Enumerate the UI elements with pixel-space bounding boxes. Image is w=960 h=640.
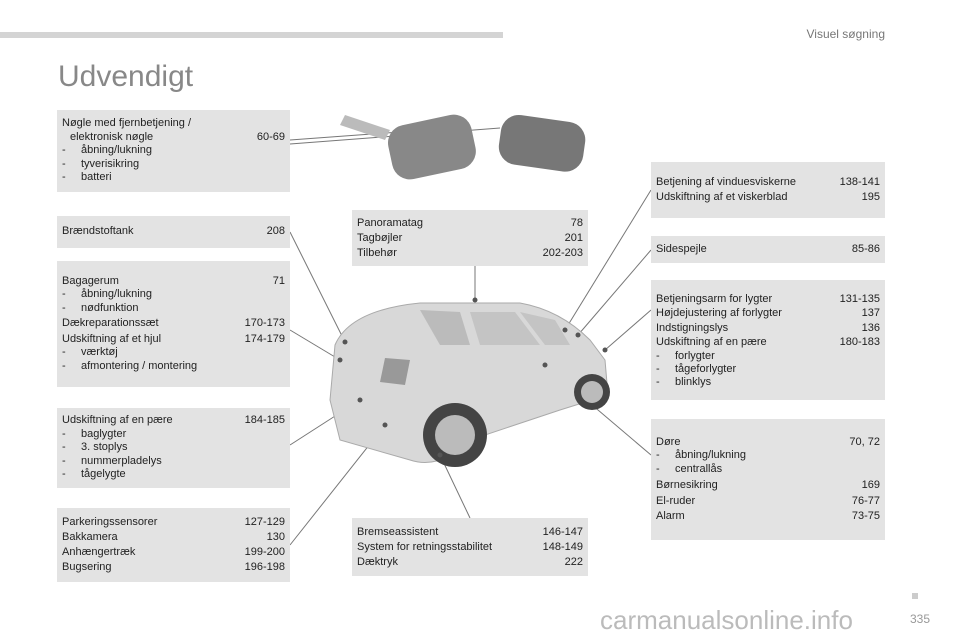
- page-marker: [912, 593, 918, 599]
- row-page: 136: [861, 321, 880, 334]
- header-bar: [0, 32, 503, 38]
- row-page: 131-135: [839, 292, 880, 305]
- row-label: Udskiftning af et viskerblad: [656, 191, 788, 203]
- row-page: 222: [564, 555, 583, 568]
- row-label: Udskiftning af en pære: [656, 336, 767, 348]
- watermark: carmanualsonline.info: [600, 605, 853, 635]
- sub-item: centrallås: [656, 463, 880, 477]
- row-label: Børnesikring: [656, 479, 718, 491]
- sub-item: 3. stoplys: [62, 441, 285, 455]
- lights-box: Betjeningsarm for lygter 131-135 Højdejus…: [651, 280, 885, 400]
- row-page: 138-141: [839, 176, 880, 188]
- row-label: Tilbehør: [357, 246, 397, 259]
- row-page: 180-183: [839, 336, 880, 348]
- row-label: El-ruder: [656, 494, 696, 507]
- row-page: 202-203: [542, 246, 583, 259]
- wipers-box: Betjening af vinduesviskerne 138-141 Udsk…: [651, 162, 885, 218]
- row-page: 85-86: [851, 242, 880, 255]
- row-page: 195: [861, 191, 880, 203]
- row-page: 174-179: [244, 332, 285, 345]
- section-title: Visuel søgning: [806, 27, 886, 41]
- row-label: Alarm: [656, 510, 685, 522]
- row-label: Bugsering: [62, 561, 112, 573]
- row-label: Betjeningsarm for lygter: [656, 292, 773, 305]
- row-label: Bremseassistent: [357, 525, 439, 538]
- row-label: System for retningsstabilitet: [357, 540, 493, 553]
- row-page: 130: [266, 531, 285, 543]
- row-page: 201: [564, 231, 583, 244]
- row-label: Parkeringssensorer: [62, 516, 158, 528]
- key-fobs: [340, 114, 586, 180]
- key-page: 60-69: [256, 130, 285, 143]
- row-page: 71: [272, 274, 285, 287]
- row-label: Sidespejle: [656, 242, 707, 255]
- row-label: Indstigningslys: [656, 321, 729, 334]
- sub-item: nødfunktion: [62, 302, 285, 316]
- sub-item: blinklys: [656, 376, 880, 389]
- sub-item: forlygter: [656, 350, 880, 363]
- row-label: Dæktryk: [357, 555, 398, 568]
- leader-lines: [289, 127, 652, 546]
- fuel-page: 208: [266, 225, 285, 238]
- boot-box: Bagagerum 71 åbning/lukning nødfunktion D…: [57, 261, 290, 387]
- row-page: 70, 72: [849, 435, 880, 448]
- car-body: [329, 302, 610, 467]
- row-page: 148-149: [542, 540, 583, 553]
- key-title2: elektronisk nøgle: [70, 130, 154, 143]
- row-label: Dækreparationssæt: [62, 317, 159, 330]
- sub-item: tyverisikring: [62, 158, 285, 172]
- sub-item: værktøj: [62, 346, 285, 360]
- row-label: Betjening af vinduesviskerne: [656, 176, 797, 188]
- fuel-box: Brændstoftank 208: [57, 216, 290, 248]
- row-page: 196-198: [244, 561, 285, 573]
- sub-item: åbning/lukning: [62, 288, 285, 302]
- sub-item: tågeforlygter: [656, 363, 880, 376]
- sub-item: åbning/lukning: [62, 144, 285, 158]
- row-page: 78: [570, 216, 583, 229]
- row-page: 170-173: [244, 317, 285, 330]
- page-title: Udvendigt: [58, 60, 194, 93]
- row-label: Højdejustering af forlygter: [656, 307, 782, 319]
- sub-item: afmontering / montering: [62, 360, 285, 374]
- sub-item: åbning/lukning: [656, 449, 880, 463]
- roof-box: Panoramatag 78 Tagbøjler 201 Tilbehør 202-2…: [352, 210, 588, 266]
- fuel-label: Brændstoftank: [62, 225, 134, 238]
- row-page: 137: [861, 307, 880, 319]
- row-page: 73-75: [851, 510, 880, 522]
- row-label: Tagbøjler: [357, 231, 403, 244]
- key-title: Nøgle med fjernbetjening /: [62, 117, 192, 130]
- page-number: 335: [909, 612, 930, 626]
- row-label: Udskiftning af et hjul: [62, 332, 162, 345]
- row-label: Udskiftning af en pære: [62, 414, 173, 427]
- row-label: Panoramatag: [357, 216, 424, 229]
- sub-item: baglygter: [62, 428, 285, 442]
- key-box: Nøgle med fjernbetjening / elektronisk n…: [57, 110, 290, 192]
- row-label: Bakkamera: [62, 531, 118, 543]
- sub-item: tågelygte: [62, 468, 285, 482]
- row-page: 146-147: [542, 525, 583, 538]
- row-label: Anhængertræk: [62, 546, 136, 558]
- row-page: 184-185: [244, 414, 285, 427]
- row-page: 169: [861, 479, 880, 491]
- sub-item: batteri: [62, 171, 285, 185]
- row-page: 76-77: [851, 494, 880, 507]
- row-label: Døre: [656, 435, 681, 448]
- row-page: 199-200: [244, 546, 285, 558]
- row-page: 127-129: [244, 516, 285, 528]
- brake-box: Bremseassistent 146-147 System for retnin…: [352, 518, 588, 576]
- parking-box: Parkeringssensorer 127-129 Bakkamera 130 A…: [57, 508, 290, 582]
- sub-item: nummerpladelys: [62, 455, 285, 469]
- row-label: Bagagerum: [62, 274, 119, 287]
- doors-box: Døre 70, 72 åbning/lukning centrallås Bør…: [651, 419, 885, 540]
- mirrors-box: Sidespejle 85-86: [651, 236, 885, 263]
